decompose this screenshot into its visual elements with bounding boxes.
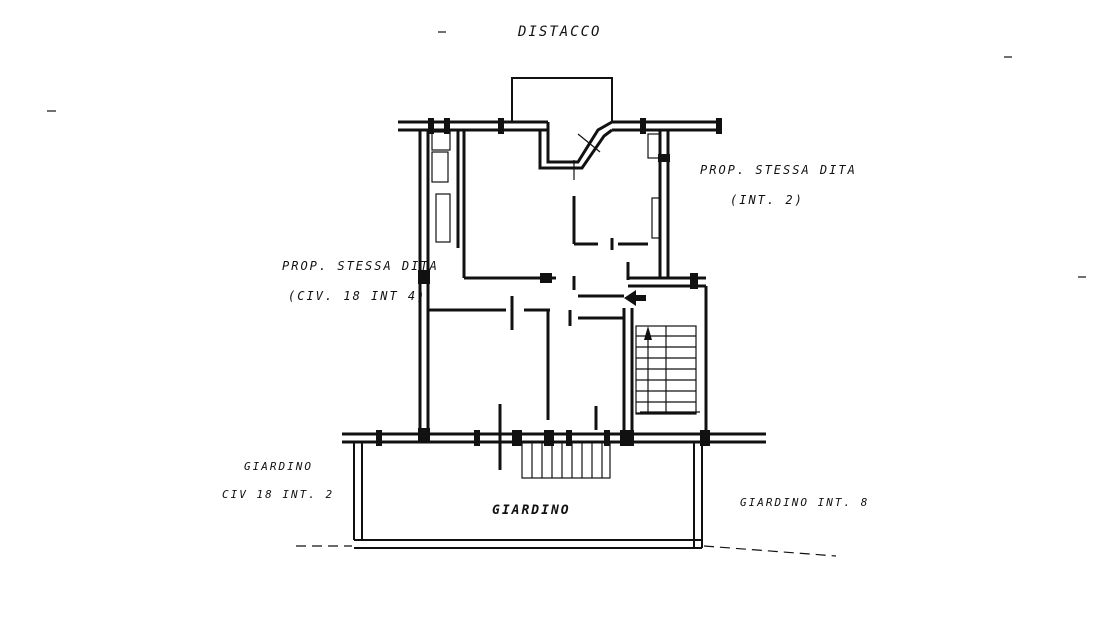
left-exterior-wall bbox=[418, 130, 430, 442]
staircase bbox=[635, 286, 708, 440]
garden-steps bbox=[521, 441, 611, 479]
balcony bbox=[511, 77, 613, 122]
garden-enclosure bbox=[353, 442, 703, 549]
bay-window bbox=[538, 120, 613, 180]
garden-center-label: GIARDINO bbox=[492, 503, 571, 518]
prop-right-label: PROP. STESSA DITA bbox=[700, 163, 857, 177]
interior-walls-lower bbox=[428, 294, 634, 470]
top-outer-wall bbox=[398, 118, 722, 134]
garden-left-civ-label: CIV 18 INT. 2 bbox=[222, 488, 334, 501]
bottom-exterior-wall bbox=[342, 430, 766, 446]
title-label: DISTACCO bbox=[517, 24, 601, 40]
prop-left-civ-label: (CIV. 18 INT 4) bbox=[288, 289, 426, 303]
prop-left-label: PROP. STESSA DITA bbox=[282, 259, 439, 273]
property-boundary bbox=[296, 545, 837, 557]
kitchen-fixtures bbox=[431, 130, 460, 248]
prop-right-int-label: (INT. 2) bbox=[730, 193, 804, 207]
entrance-arrow-icon bbox=[624, 290, 646, 306]
garden-left-label: GIARDINO bbox=[244, 460, 313, 473]
garden-right-label: GIARDINO INT. 8 bbox=[740, 496, 869, 509]
interior-walls-upper bbox=[462, 130, 706, 290]
